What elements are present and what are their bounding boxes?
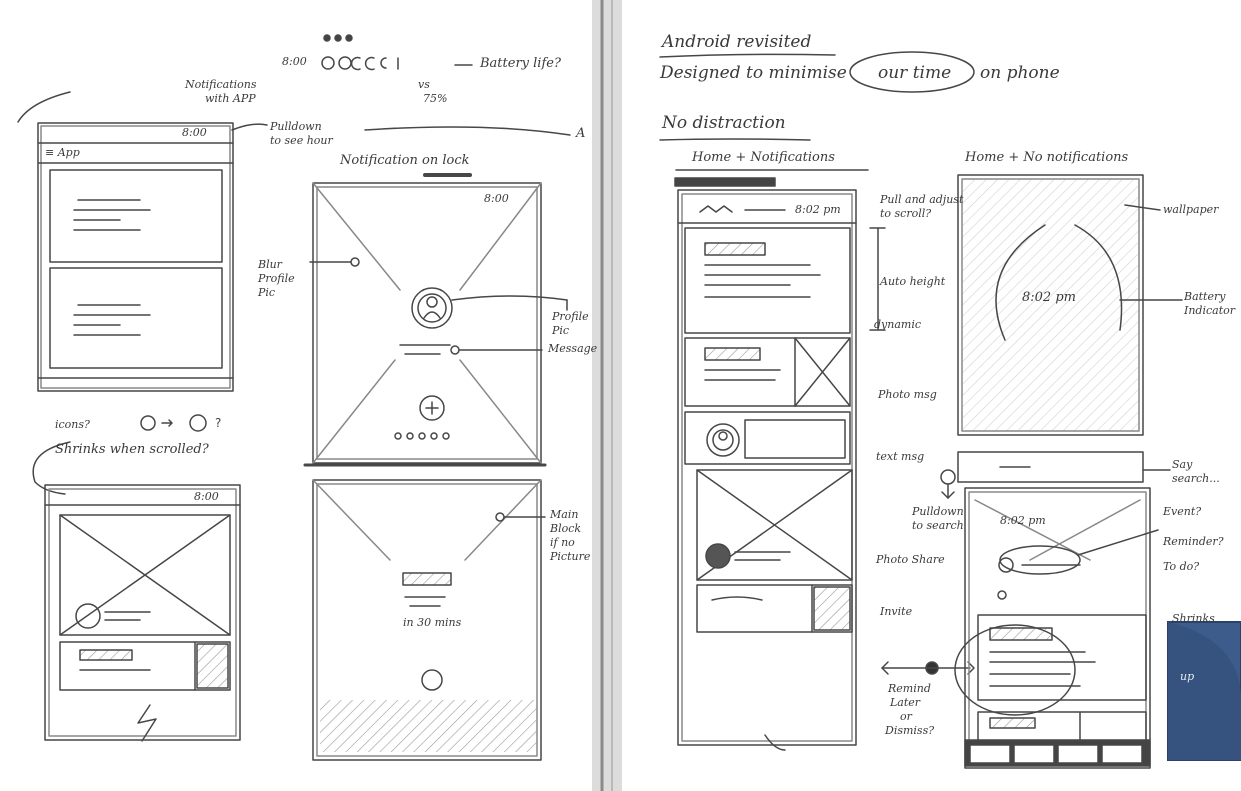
subtitle-circled: our time (878, 63, 952, 83)
battery-or-word: vs (418, 78, 430, 91)
phone-home-no-notifications (954, 174, 1183, 769)
search-note-1: Say (1172, 458, 1193, 471)
shrinks-note: Shrinks when scrolled? (55, 442, 209, 457)
frame-app-screen (17, 91, 571, 392)
svg-text:?: ? (215, 416, 221, 430)
main-block-note-2: Block (550, 522, 582, 535)
main-block-note-1: Main (550, 508, 579, 521)
pull-note-1: Pull and adjust (880, 193, 964, 206)
phone-home-notifications (674, 169, 886, 751)
event-note-1: Event? (1163, 505, 1202, 518)
lock-reply-text: in 30 mins (403, 616, 462, 629)
lock-screen-time: 8:00 (484, 192, 509, 205)
photo-share-note: Photo Share (876, 553, 945, 566)
frame-lock-screen (303, 173, 568, 761)
col2-time: 8:02 pm (1022, 290, 1076, 305)
col2-title: Home + No notifications (965, 150, 1129, 165)
battery-indicator-note-1: Battery (1184, 290, 1226, 303)
lock-screen-title: Notification on lock (340, 153, 470, 168)
profile-note-2: Pic (552, 324, 570, 337)
battery-indicator-note-2: Indicator (1184, 304, 1236, 317)
title-underlines (659, 51, 975, 141)
notifications-note-line2: with APP (205, 92, 256, 105)
blur-note-3: Pic (258, 286, 276, 299)
frame1-time: 8:00 (182, 126, 207, 139)
event-note-3: To do? (1163, 560, 1200, 573)
main-block-note-4: Picture (550, 550, 591, 563)
text-msg-note: text msg (876, 450, 925, 463)
auto-height-note: Auto height (880, 275, 946, 288)
col1-title: Home + Notifications (692, 150, 835, 165)
shrinks-note-right: Shrinks (1172, 612, 1215, 625)
main-block-note-3: if no (550, 536, 575, 549)
subtitle-suffix: on phone (980, 63, 1060, 83)
blur-note-2: Profile (258, 272, 295, 285)
frame1-pulldown-note: Pulldown (270, 120, 322, 133)
wallpaper-note: wallpaper (1163, 203, 1219, 216)
section-title: No distraction (662, 113, 786, 133)
message-note: Message (548, 342, 598, 355)
notifications-note: Notifications (185, 78, 257, 91)
col1-time: 8:02 pm (795, 203, 841, 216)
icons-row: ? (32, 414, 221, 495)
battery-life-note: Battery life? (480, 56, 561, 71)
pulldown-search-note-2: to search (912, 519, 964, 532)
remind-note-4: Dismiss? (885, 724, 935, 737)
pull-note-2: to scroll? (880, 207, 932, 220)
photo-msg-note: Photo msg (878, 388, 937, 401)
profile-note-1: Profile (552, 310, 589, 323)
battery-percent: 75% (423, 92, 448, 105)
pulldown-search-note-1: Pulldown (912, 505, 964, 518)
frame-scrolled-screen (44, 484, 241, 742)
pulldown-arrow (881, 469, 975, 675)
shrinks-tail: up (1180, 670, 1195, 683)
battery-time: 8:00 (282, 55, 307, 68)
frame3-time: 8:00 (194, 490, 219, 503)
invite-note: Invite (880, 605, 913, 618)
battery-icons (321, 34, 473, 71)
blur-note-1: Blur (258, 258, 282, 271)
event-note-2: Reminder? (1163, 535, 1224, 548)
remind-note-1: Remind (888, 682, 931, 695)
search-note-2: search... (1172, 472, 1220, 485)
dynamic-note: dynamic (874, 318, 922, 331)
sketch-title: Android revisited (662, 32, 812, 52)
remind-note-2: Later (890, 696, 921, 709)
subtitle-prefix: Designed to minimise (660, 63, 847, 83)
page-spine (592, 0, 622, 791)
time2: 8:02 pm (1000, 514, 1046, 527)
frame1-pulldown-note-line2: to see hour (270, 134, 333, 147)
frame1-corner-mark: A (576, 126, 586, 141)
icons-note: icons? (55, 418, 90, 431)
remind-note-3: or (900, 710, 912, 723)
frame1-app-label: ≡ App (45, 146, 80, 159)
